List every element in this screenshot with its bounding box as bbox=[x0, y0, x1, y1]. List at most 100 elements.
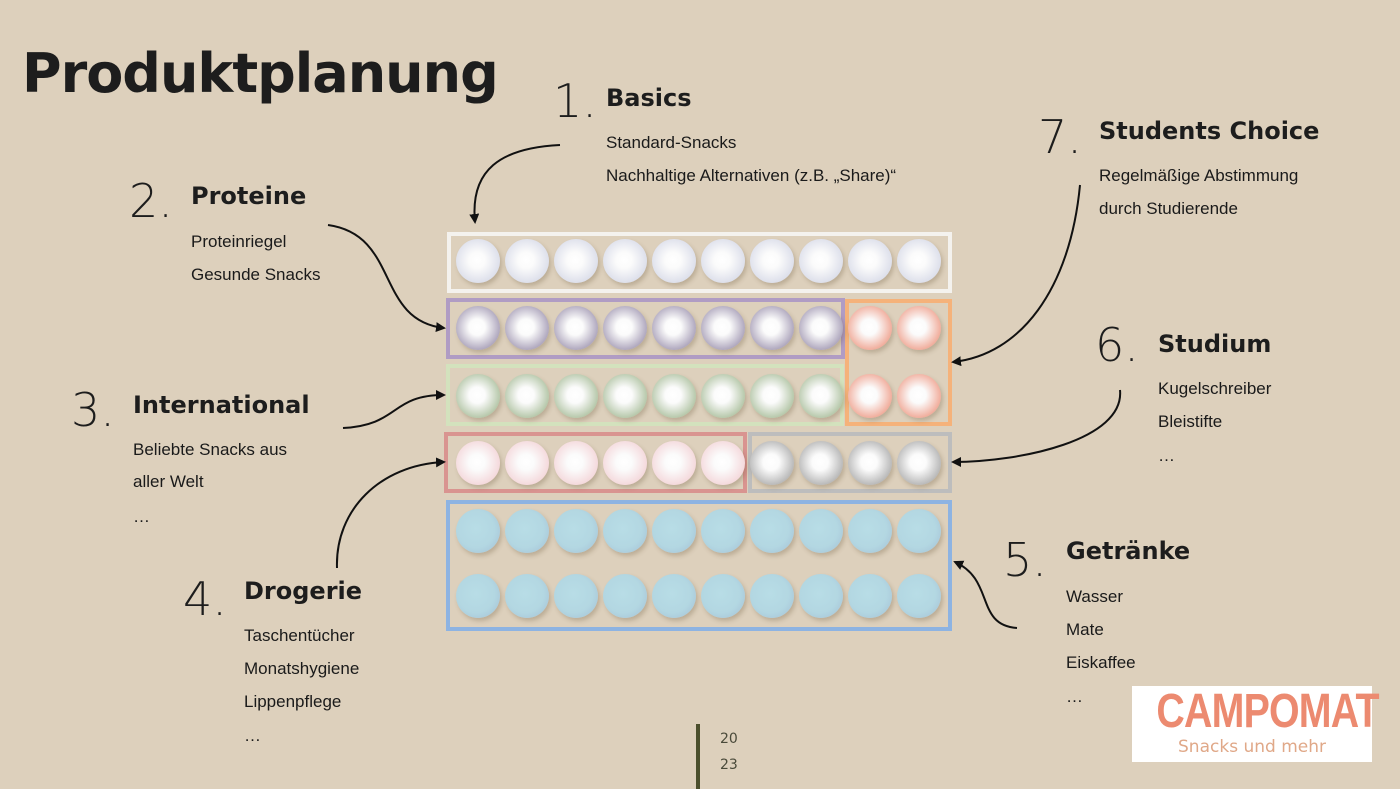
section-number: 4. bbox=[183, 572, 227, 626]
snack-slot bbox=[799, 306, 843, 350]
section-item: Regelmäßige Abstimmung bbox=[1099, 166, 1299, 185]
snack-slot bbox=[848, 239, 892, 283]
snack-slot bbox=[701, 239, 745, 283]
snack-slot bbox=[505, 306, 549, 350]
snack-slot bbox=[505, 509, 549, 553]
section-heading: Proteine bbox=[191, 182, 307, 210]
campomat-logo: CAMPOMAT Snacks und mehr bbox=[1132, 686, 1380, 762]
snack-slot bbox=[554, 374, 598, 418]
section-item: Wasser bbox=[1066, 587, 1123, 606]
section-number: 1. bbox=[553, 74, 597, 128]
snack-slot bbox=[799, 239, 843, 283]
section-item: aller Welt bbox=[133, 472, 204, 491]
snack-slot bbox=[652, 239, 696, 283]
section-item: … bbox=[1066, 687, 1083, 706]
page-title: Produktplanung bbox=[22, 42, 499, 105]
snack-slot bbox=[701, 306, 745, 350]
snack-slot bbox=[554, 509, 598, 553]
snack-slot bbox=[848, 374, 892, 418]
section-item: Mate bbox=[1066, 620, 1104, 639]
snack-slot bbox=[554, 306, 598, 350]
section-item: … bbox=[244, 726, 261, 745]
section-heading: Students Choice bbox=[1099, 117, 1320, 145]
snack-slot bbox=[456, 574, 500, 618]
snack-slot bbox=[652, 574, 696, 618]
page-number: 20 bbox=[720, 731, 738, 747]
section-item: Taschentücher bbox=[244, 626, 355, 645]
section-item: Bleistifte bbox=[1158, 412, 1223, 431]
snack-slot bbox=[750, 509, 794, 553]
snack-slot bbox=[799, 574, 843, 618]
section-item: Gesunde Snacks bbox=[191, 265, 321, 284]
section-item: Monatshygiene bbox=[244, 659, 360, 678]
snack-slot bbox=[456, 306, 500, 350]
snack-slot bbox=[750, 441, 794, 485]
snack-slot bbox=[701, 509, 745, 553]
snack-slot bbox=[799, 441, 843, 485]
arrow-international bbox=[342, 390, 446, 429]
snack-slot bbox=[603, 306, 647, 350]
section-heading: Drogerie bbox=[244, 577, 363, 605]
snack-slot bbox=[554, 574, 598, 618]
section-item: Lippenpflege bbox=[244, 692, 342, 711]
snack-slot bbox=[652, 374, 696, 418]
snack-slot bbox=[603, 441, 647, 485]
snack-slot bbox=[897, 509, 941, 553]
snack-slot bbox=[603, 574, 647, 618]
snack-slot bbox=[652, 306, 696, 350]
logo-tagline: Snacks und mehr bbox=[1178, 737, 1326, 757]
snack-slot bbox=[897, 374, 941, 418]
snack-slot bbox=[456, 509, 500, 553]
section-item: Eiskaffee bbox=[1066, 653, 1136, 672]
snack-slot bbox=[505, 239, 549, 283]
section-item: Kugelschreiber bbox=[1158, 379, 1272, 398]
snack-slot bbox=[456, 374, 500, 418]
section-number: 5. bbox=[1003, 533, 1047, 587]
snack-slot bbox=[652, 441, 696, 485]
arrow-studium bbox=[951, 389, 1122, 467]
section-item: Beliebte Snacks aus bbox=[133, 440, 288, 459]
snack-slot bbox=[848, 441, 892, 485]
section-item: … bbox=[133, 507, 150, 526]
getraenke-box bbox=[446, 500, 952, 631]
drogerie-box bbox=[444, 432, 747, 493]
snack-slot bbox=[701, 441, 745, 485]
snack-slot bbox=[554, 441, 598, 485]
snack-slot bbox=[897, 239, 941, 283]
basics-box bbox=[447, 232, 952, 293]
section-item: durch Studierende bbox=[1099, 199, 1238, 218]
section-heading: Getränke bbox=[1066, 537, 1191, 565]
snack-slot bbox=[848, 574, 892, 618]
snack-slot bbox=[554, 239, 598, 283]
snack-slot bbox=[848, 509, 892, 553]
students-choice-box bbox=[845, 299, 952, 426]
arrow-getraenke bbox=[953, 560, 1018, 629]
snack-slot bbox=[652, 509, 696, 553]
snack-slot bbox=[897, 306, 941, 350]
snack-slot bbox=[799, 374, 843, 418]
arrow-drogerie bbox=[335, 457, 446, 569]
snack-slot bbox=[603, 239, 647, 283]
snack-slot bbox=[701, 574, 745, 618]
snack-slot bbox=[750, 239, 794, 283]
section-item: … bbox=[1158, 446, 1175, 465]
logo-name: CAMPOMAT bbox=[1156, 685, 1379, 738]
snack-slot bbox=[897, 441, 941, 485]
section-number: 7. bbox=[1038, 110, 1082, 164]
snack-slot bbox=[603, 509, 647, 553]
section-heading: International bbox=[133, 391, 310, 419]
snack-slot bbox=[505, 441, 549, 485]
snack-slot bbox=[750, 574, 794, 618]
snack-slot bbox=[505, 574, 549, 618]
section-heading: Basics bbox=[606, 84, 692, 112]
section-item: Proteinriegel bbox=[191, 232, 287, 251]
section-number: 2. bbox=[129, 174, 173, 228]
snack-slot bbox=[750, 374, 794, 418]
snack-slot bbox=[603, 374, 647, 418]
arrow-students-choice bbox=[951, 184, 1081, 367]
snack-slot bbox=[897, 574, 941, 618]
snack-slot bbox=[456, 239, 500, 283]
snack-slot bbox=[750, 306, 794, 350]
arrow-proteine bbox=[327, 224, 446, 333]
